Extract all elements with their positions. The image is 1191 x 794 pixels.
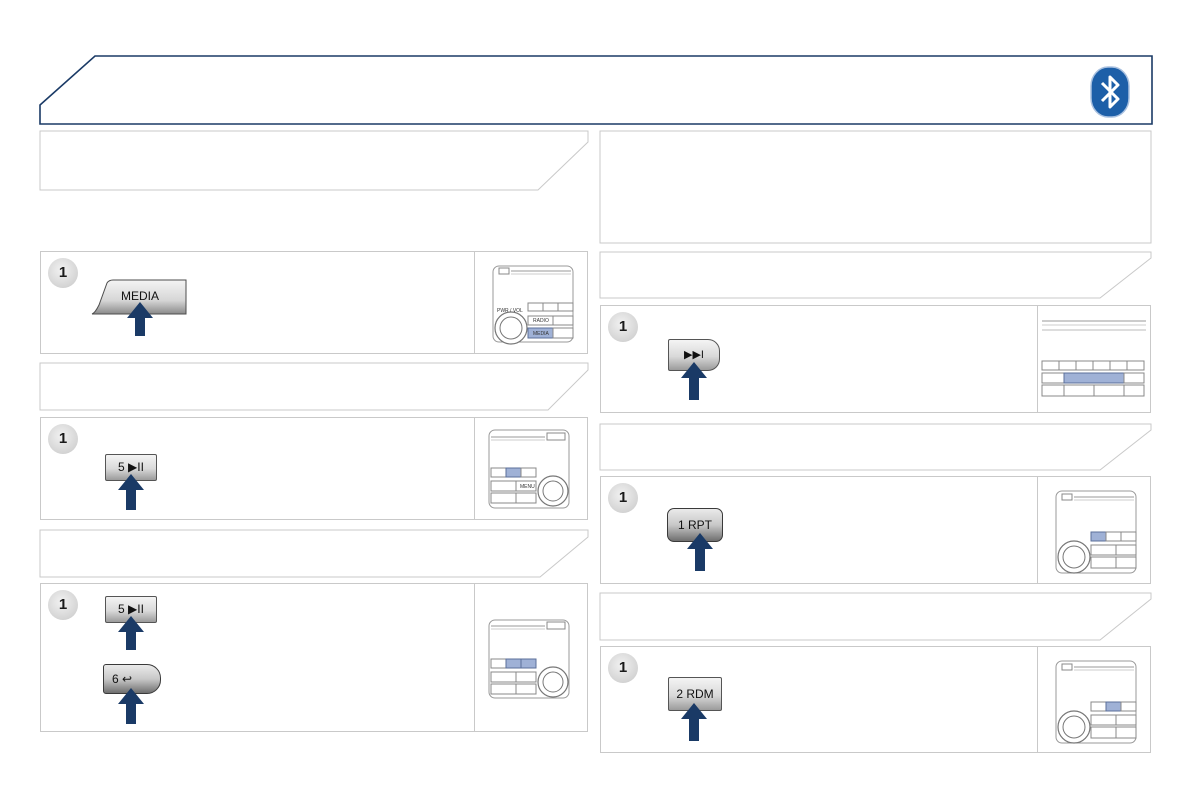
press-arrow-icon bbox=[681, 703, 707, 741]
step-number: 1 bbox=[608, 653, 638, 683]
press-arrow-icon bbox=[118, 474, 144, 510]
press-arrow-icon bbox=[681, 362, 707, 400]
press-arrow-icon bbox=[118, 616, 144, 650]
thumb-label: RADIO bbox=[533, 318, 549, 324]
step-number: 1 bbox=[48, 258, 78, 288]
bluetooth-icon bbox=[1090, 66, 1130, 118]
press-arrow-icon bbox=[118, 688, 144, 724]
radio-thumbnail bbox=[1037, 647, 1150, 752]
step-number: 1 bbox=[608, 312, 638, 342]
press-arrow-icon bbox=[687, 533, 713, 571]
right-step-repeat: 1 1 RPT bbox=[600, 476, 1151, 584]
repeat-button[interactable]: 1 RPT bbox=[667, 508, 723, 542]
step-number: 1 bbox=[608, 483, 638, 513]
radio-thumbnail bbox=[1037, 306, 1150, 412]
thumb-label: MENU bbox=[520, 484, 535, 490]
radio-thumbnail: MENU bbox=[474, 418, 587, 519]
left-step-media: 1 MEDIA MEDIA RADIO PWR / VOL bbox=[40, 251, 588, 354]
radio-thumbnail: MEDIA RADIO PWR / VOL bbox=[474, 252, 587, 353]
radio-thumbnail bbox=[1037, 477, 1150, 583]
step-number: 1 bbox=[48, 424, 78, 454]
step-number: 1 bbox=[48, 590, 78, 620]
radio-thumbnail bbox=[474, 584, 587, 731]
left-step-pause-back: 1 5 ▶II 6 ↩ bbox=[40, 583, 588, 732]
thumb-label: MEDIA bbox=[533, 331, 549, 337]
thumb-label: PWR / VOL bbox=[497, 308, 523, 314]
pause-button[interactable]: 5 ▶II bbox=[105, 454, 157, 481]
right-step-random: 1 2 RDM bbox=[600, 646, 1151, 753]
right-step-next: 1 ▶▶I bbox=[600, 305, 1151, 413]
media-button-label: MEDIA bbox=[121, 289, 160, 303]
press-arrow-icon bbox=[127, 302, 153, 336]
next-track-button[interactable]: ▶▶I bbox=[668, 339, 720, 371]
media-button[interactable]: MEDIA bbox=[91, 279, 187, 315]
left-step-pause: 1 5 ▶II MENU bbox=[40, 417, 588, 520]
